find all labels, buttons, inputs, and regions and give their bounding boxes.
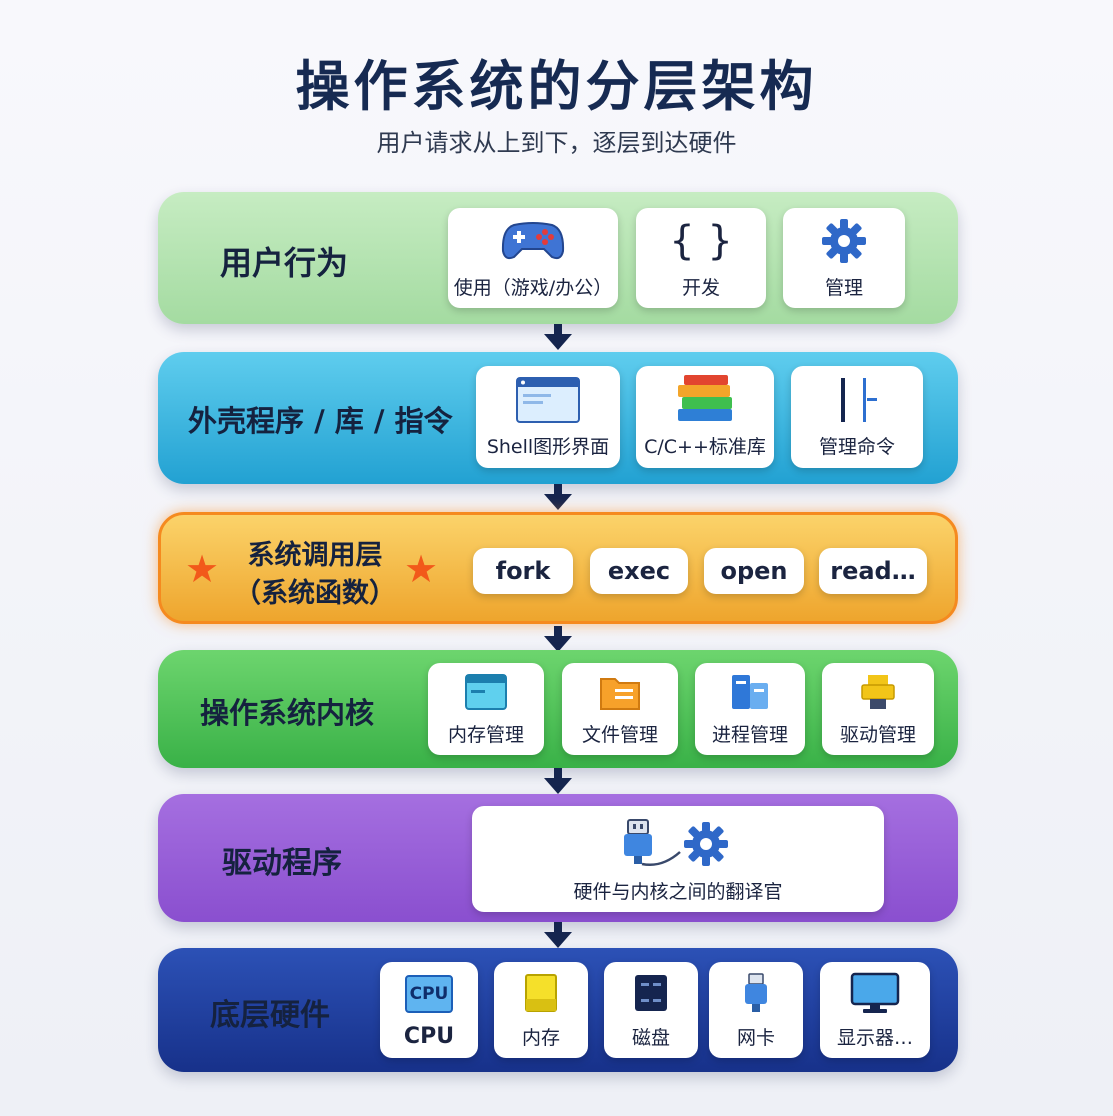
process-icon <box>730 672 770 712</box>
memory-window-icon <box>465 672 507 712</box>
monitor-icon <box>850 971 900 1015</box>
page-title: 操作系统的分层架构 <box>295 55 818 118</box>
layer-drivers: 驱动程序 <box>158 794 958 922</box>
layer-shell-libs: 外壳程序 / 库 / 指令 Shell图形界面 C/C++标准库 <box>158 352 958 484</box>
card-disk: 磁盘 <box>604 962 698 1058</box>
usb-gear-icon <box>622 815 734 873</box>
layer-user-behavior: 用户行为 使用（游戏/办公） { } 开发 <box>158 192 958 324</box>
card-label: CPU <box>403 1023 455 1049</box>
syscall-fork: fork <box>473 548 573 594</box>
card-label: 进程管理 <box>711 723 788 746</box>
card-driver-translator: 硬件与内核之间的翻译官 <box>472 806 884 912</box>
disk-icon <box>633 971 669 1015</box>
card-driver-mgmt: 驱动管理 <box>822 663 934 755</box>
gear-icon <box>820 217 868 265</box>
layer-label: 操作系统内核 <box>200 696 375 730</box>
command-line-icon <box>831 376 883 424</box>
down-arrow-icon <box>544 922 572 948</box>
driver-chip-icon <box>858 672 898 712</box>
layer-hardware: 底层硬件 CPU CPU 内存 磁盘 <box>158 948 958 1072</box>
card-file-mgmt: 文件管理 <box>562 663 678 755</box>
card-develop: { } 开发 <box>636 208 766 308</box>
card-label: 管理 <box>824 276 863 299</box>
down-arrow-icon <box>544 626 572 652</box>
card-label: C/C++标准库 <box>644 435 766 458</box>
down-arrow-icon <box>544 768 572 794</box>
card-label: 使用（游戏/办公） <box>453 276 613 299</box>
card-label: Shell图形界面 <box>486 435 610 458</box>
card-label: 管理命令 <box>818 435 895 458</box>
card-process-mgmt: 进程管理 <box>695 663 805 755</box>
layer-label: 驱动程序 <box>222 846 342 881</box>
card-memory-mgmt: 内存管理 <box>428 663 544 755</box>
braces-icon: { } <box>669 217 733 264</box>
gamepad-icon <box>500 217 566 265</box>
card-label: 文件管理 <box>581 723 658 746</box>
page-subtitle: 用户请求从上到下，逐层到达硬件 <box>376 129 737 157</box>
syscall-read: read… <box>819 548 927 594</box>
layer-kernel: 操作系统内核 内存管理 文件管理 <box>158 650 958 768</box>
card-label: 显示器… <box>836 1026 913 1049</box>
card-label: 网卡 <box>736 1026 775 1049</box>
layer-label: 底层硬件 <box>210 998 330 1033</box>
card-label: 硬件与内核之间的翻译官 <box>573 880 783 903</box>
card-label: 内存管理 <box>447 723 524 746</box>
card-c-stdlib: C/C++标准库 <box>636 366 774 468</box>
cpu-icon: CPU <box>405 972 453 1016</box>
star-icon: ★ <box>404 547 439 591</box>
window-icon <box>515 376 581 424</box>
card-network-card: 网卡 <box>709 962 803 1058</box>
card-monitor: 显示器… <box>820 962 930 1058</box>
layer-syscall: ★ 系统调用层 （系统函数） ★ fork exec open read… <box>158 512 958 624</box>
card-label: 磁盘 <box>631 1026 670 1049</box>
card-label: 内存 <box>521 1026 560 1049</box>
cpu-icon-text: CPU <box>405 974 453 1013</box>
memory-icon <box>524 971 558 1015</box>
card-shell-gui: Shell图形界面 <box>476 366 620 468</box>
layer-label: 外壳程序 / 库 / 指令 <box>188 404 453 438</box>
books-icon <box>674 374 736 424</box>
down-arrow-icon <box>544 324 572 350</box>
card-cpu: CPU CPU <box>380 962 478 1058</box>
card-use: 使用（游戏/办公） <box>448 208 618 308</box>
syscall-open: open <box>704 548 804 594</box>
star-icon: ★ <box>185 547 220 591</box>
network-card-icon <box>741 971 771 1015</box>
card-label: 开发 <box>681 276 720 299</box>
card-label: 驱动管理 <box>839 723 916 746</box>
folder-icon <box>599 672 641 712</box>
card-admin-commands: 管理命令 <box>791 366 923 468</box>
down-arrow-icon <box>544 484 572 510</box>
card-memory: 内存 <box>494 962 588 1058</box>
layer-label: 系统调用层 <box>247 540 383 571</box>
card-manage: 管理 <box>783 208 905 308</box>
syscall-exec: exec <box>590 548 688 594</box>
layer-sublabel: （系统函数） <box>234 578 396 609</box>
layer-label: 用户行为 <box>220 244 349 282</box>
